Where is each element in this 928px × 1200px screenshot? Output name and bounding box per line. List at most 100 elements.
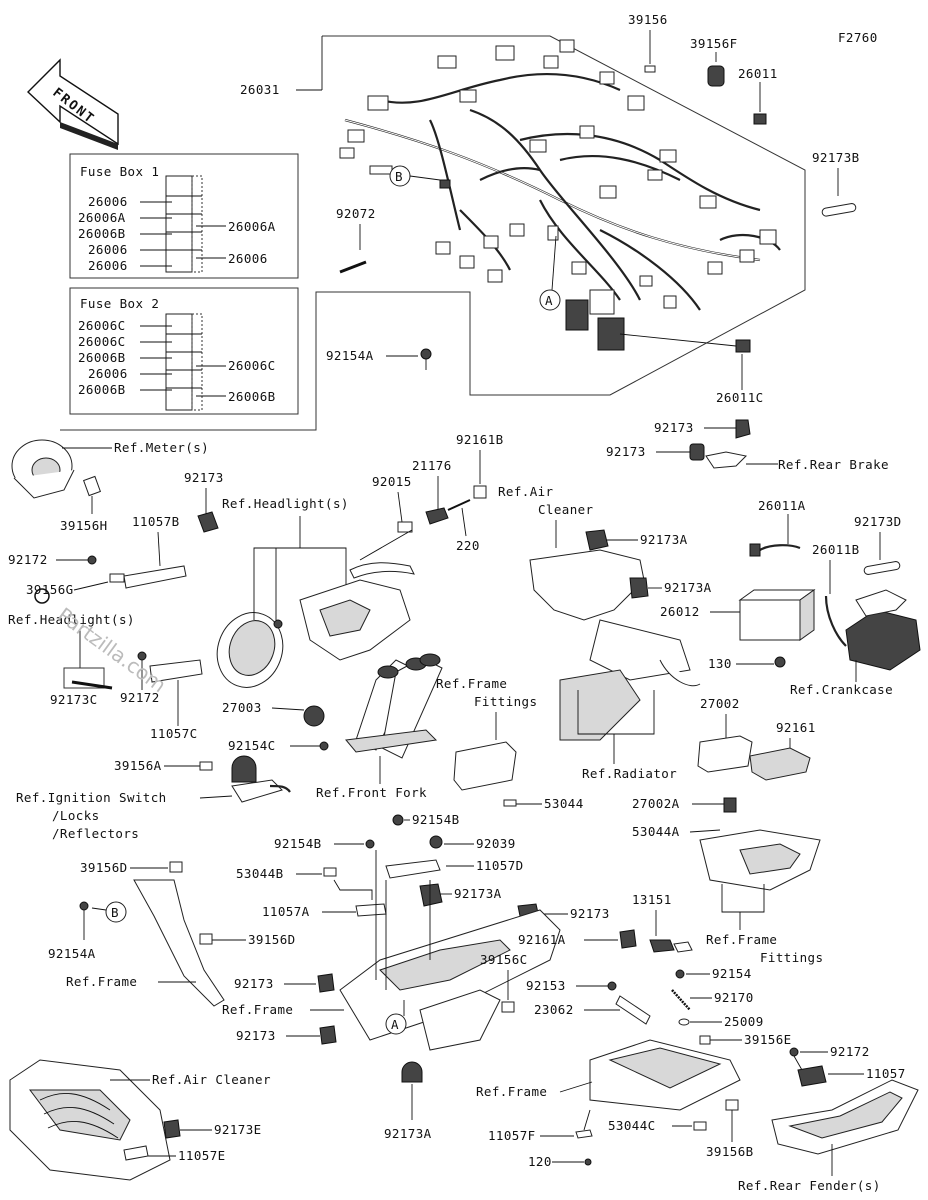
callout-92172-b: 92172 [120, 690, 160, 705]
callout-92173-rb2: 92173 [606, 444, 646, 459]
fuse-box-1-left-1: 26006 [88, 194, 128, 209]
callout-11057: 11057 [866, 1066, 906, 1081]
callout-92015: 92015 [372, 474, 412, 489]
callout-39156G: 39156G [26, 582, 74, 597]
front-arrow: FRONT [26, 58, 119, 150]
ref-crankcase: Ref.Crankcase [790, 682, 893, 697]
callout-92173B: 92173B [812, 150, 860, 165]
callout-92072: 92072 [336, 206, 376, 221]
callout-120: 120 [528, 1154, 552, 1169]
figure-code: F2760 [838, 30, 878, 45]
marker-b-top: B [395, 169, 403, 184]
marker-a-bottom: A [391, 1017, 399, 1032]
callout-25009: 25009 [724, 1014, 764, 1029]
callout-92161: 92161 [776, 720, 816, 735]
callout-92154: 92154 [712, 966, 752, 981]
marker-a-top: A [545, 293, 553, 308]
callout-23062: 23062 [534, 1002, 574, 1017]
fuse-box-1-right-1: 26006A [228, 219, 276, 234]
main-wiring-harness [339, 39, 781, 351]
fuse-box-2-left-3: 26006B [78, 350, 126, 365]
callout-13151: 13151 [632, 892, 672, 907]
marker-b-bottom: B [111, 905, 119, 920]
callout-92172-r: 92172 [830, 1044, 870, 1059]
callout-92173A-2: 92173A [664, 580, 712, 595]
callout-92173A-1: 92173A [640, 532, 688, 547]
callout-53044C: 53044C [608, 1118, 656, 1133]
ref-reflectors: /Reflectors [52, 826, 139, 841]
callout-92173C: 92173C [50, 692, 98, 707]
callout-39156H: 39156H [60, 518, 108, 533]
fuse-box-2-left-2: 26006C [78, 334, 126, 349]
ref-locks: /Locks [52, 808, 100, 823]
callout-92154C: 92154C [228, 738, 276, 753]
callout-53044B: 53044B [236, 866, 284, 881]
ref-frame-fittings-r: Ref.Frame [706, 932, 777, 947]
ref-frame-3: Ref.Frame [476, 1084, 547, 1099]
callout-11057F: 11057F [488, 1128, 536, 1143]
ref-meter: Ref.Meter(s) [114, 440, 209, 455]
callout-21176: 21176 [412, 458, 452, 473]
callout-26031: 26031 [240, 82, 280, 97]
callout-92153: 92153 [526, 978, 566, 993]
callout-39156D-1: 39156D [80, 860, 128, 875]
callout-39156B: 39156B [706, 1144, 754, 1159]
fuse-box-2-left-1: 26006C [78, 318, 126, 333]
fuse-box-1-right-2: 26006 [228, 251, 268, 266]
ref-rear-brake: Ref.Rear Brake [778, 457, 889, 472]
callout-92170: 92170 [714, 990, 754, 1005]
callout-92173-l3: 92173 [236, 1028, 276, 1043]
callout-26011C: 26011C [716, 390, 764, 405]
fuse-box-2-left-5: 26006B [78, 382, 126, 397]
callout-39156-top: 39156 [628, 12, 668, 27]
callout-26011B: 26011B [812, 542, 860, 557]
callout-92173A-4: 92173A [384, 1126, 432, 1141]
ref-ignition: Ref.Ignition Switch [16, 790, 167, 805]
ignition-switch-group: 39156A Ref.Ignition Switch /Locks /Refle… [16, 755, 291, 841]
callout-11057B: 11057B [132, 514, 180, 529]
callout-11057E: 11057E [178, 1148, 226, 1163]
harness-markers: B A [389, 165, 561, 311]
ref-rear-fender: Ref.Rear Fender(s) [738, 1178, 881, 1193]
ref-front-fork: Ref.Front Fork [316, 785, 427, 800]
callout-39156D-2: 39156D [248, 932, 296, 947]
ref-air-cleaner-top2: Cleaner [538, 502, 594, 517]
left-frame-group: 39156D B 92154A 39156D Ref.Frame Ref.Air… [9, 860, 296, 1181]
callout-92173-l2: 92173 [234, 976, 274, 991]
headlight-top-group: Ref.Headlight(s) 92161B 21176 92015 220 [222, 432, 504, 661]
callout-92154B-2: 92154B [412, 812, 460, 827]
callout-27002A: 27002A [632, 796, 680, 811]
callout-220: 220 [456, 538, 480, 553]
callout-92161B: 92161B [456, 432, 504, 447]
rear-fender-group: 92172 11057 Ref.Rear Fender(s) [738, 1044, 919, 1193]
ref-air-cleaner-b: Ref.Air Cleaner [152, 1072, 271, 1087]
fuse-box-1-left-4: 26006 [88, 242, 128, 257]
callout-92154A-b: 92154A [48, 946, 96, 961]
right-frame-group: 13151 92161A 92154 92153 92170 23062 250… [476, 892, 792, 1169]
meter-group: Ref.Meter(s) 39156H [11, 439, 209, 533]
fuse-box-2-left-4: 26006 [88, 366, 128, 381]
callout-39156C: 39156C [480, 952, 528, 967]
fuse-box-1: Fuse Box 1 26006 26006A 26006B 26006 260… [69, 153, 299, 279]
harness-top-right-parts: 39156 39156F 26011 92173B 92072 92154A 2… [326, 12, 860, 405]
fuse-box-2-right-2: 26006B [228, 389, 276, 404]
callout-27003: 27003 [222, 700, 262, 715]
fuse-box-1-left-5: 26006 [88, 258, 128, 273]
front-fork-group: Ref.Front Fork 27003 92154C [222, 653, 443, 800]
air-cleaner-radiator-group: Ref.Air Cleaner Ref.Radiator 92173A 9217… [498, 484, 712, 781]
callout-26011A: 26011A [758, 498, 806, 513]
headlight-bracket-group: 92173 11057B 92172 39156G Ref.Headlight(… [8, 470, 284, 741]
callout-92154A-top: 92154A [326, 348, 374, 363]
ref-frame-fittings-top: Ref.Frame [436, 676, 507, 691]
callout-92039: 92039 [476, 836, 516, 851]
battery-group: 26011A 26011B 92173D 26012 130 Ref.Crank… [660, 498, 921, 697]
callout-39156E: 39156E [744, 1032, 792, 1047]
ref-frame-fittings-r2: Fittings [760, 950, 823, 965]
callout-92154B-1: 92154B [274, 836, 322, 851]
callout-130: 130 [708, 656, 732, 671]
callout-11057A: 11057A [262, 904, 310, 919]
callout-26011: 26011 [738, 66, 778, 81]
ecu-group: 27002 92161 27002A 53044A Ref.Frame Fitt… [632, 696, 823, 965]
callout-11057C: 11057C [150, 726, 198, 741]
